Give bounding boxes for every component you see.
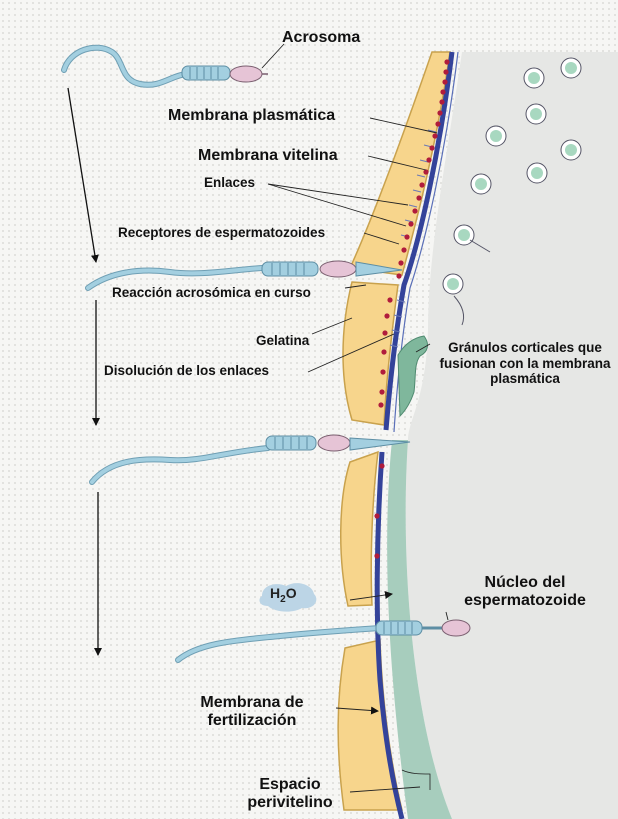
h2o-h: H bbox=[270, 585, 280, 601]
label-acrosoma: Acrosoma bbox=[282, 30, 360, 46]
egg-cytoplasm bbox=[406, 52, 618, 819]
label-membrana-plasmatica: Membrana plasmática bbox=[168, 108, 335, 124]
label-granulos-corticales: Gránulos corticales que fusionan con la … bbox=[432, 340, 618, 387]
label-reaccion-acrosomica: Reacción acrosómica en curso bbox=[112, 286, 311, 300]
label-disolucion: Disolución de los enlaces bbox=[104, 364, 269, 378]
sperm-cell-1 bbox=[64, 48, 268, 85]
process-arrows bbox=[68, 88, 98, 655]
h2o-o: O bbox=[286, 585, 297, 601]
label-membrana-vitelina: Membrana vitelina bbox=[198, 148, 338, 164]
label-h2o: H2O bbox=[270, 585, 297, 605]
label-nucleo-espermatozoide: Núcleo del espermatozoide bbox=[446, 574, 604, 611]
label-enlaces: Enlaces bbox=[204, 176, 255, 190]
label-espacio-perivitelino: Espacio perivitelino bbox=[230, 776, 350, 813]
jelly-coat-lower bbox=[341, 452, 378, 606]
label-membrana-fertilizacion: Membrana de fertilización bbox=[176, 694, 328, 731]
label-receptores: Receptores de espermatozoides bbox=[118, 226, 325, 240]
label-gelatina: Gelatina bbox=[256, 334, 309, 348]
